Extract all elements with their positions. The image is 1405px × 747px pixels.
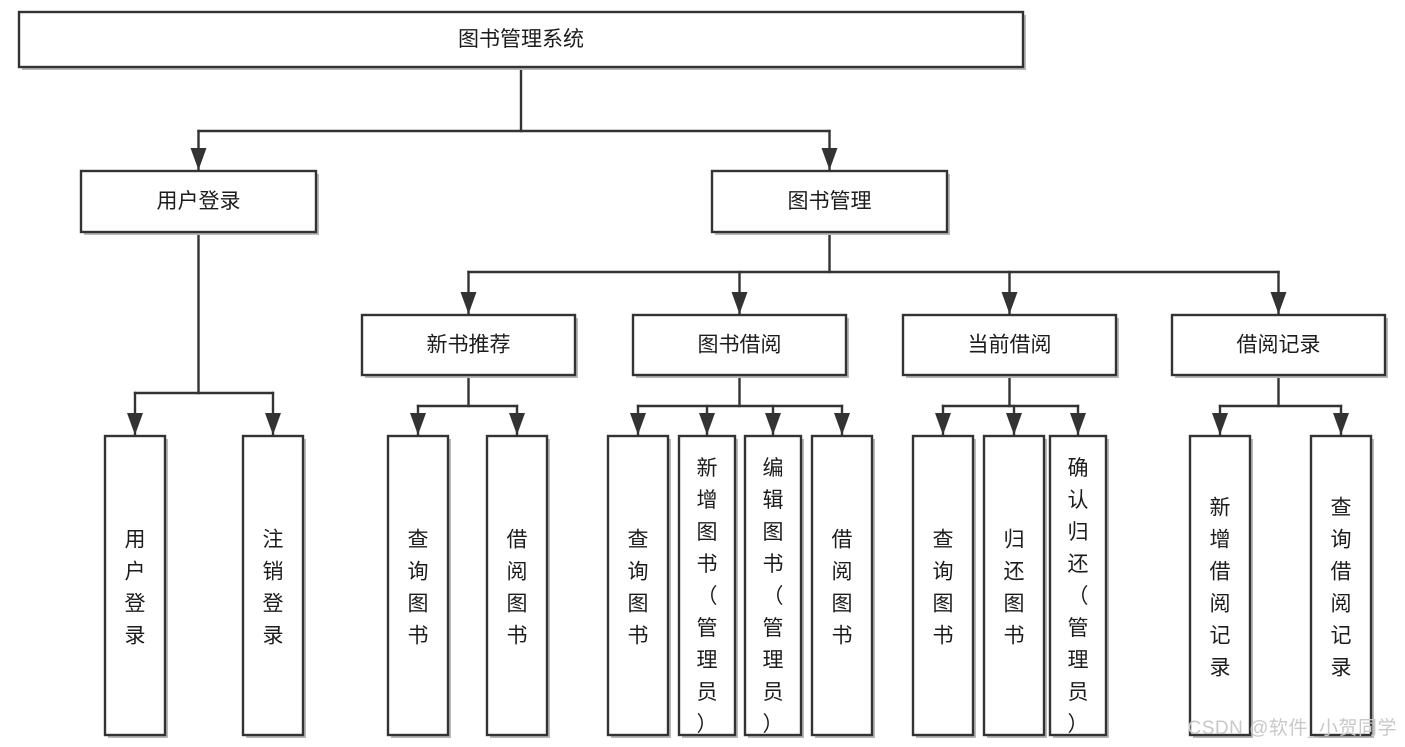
node-label: 新增图书（管理员） xyxy=(697,457,718,736)
node-leaf-4[interactable]: 查询图书 xyxy=(606,434,671,738)
node-root-book-management-system[interactable]: 图书管理系统 xyxy=(17,10,1026,70)
arrow-head xyxy=(1212,413,1228,435)
node-label: 查询借阅记录 xyxy=(1331,496,1352,679)
arrow-head xyxy=(127,413,143,435)
arrow-head xyxy=(935,413,951,435)
node-level3-1[interactable]: 图书借阅 xyxy=(631,313,849,378)
node-label: 用户登录 xyxy=(125,528,146,647)
node-label: 图书管理系统 xyxy=(458,28,584,51)
node-label: 注销登录 xyxy=(263,528,284,647)
arrow-head xyxy=(1001,292,1018,314)
node-leaf-9[interactable]: 归还图书 xyxy=(982,434,1047,738)
node-level3-2[interactable]: 当前借阅 xyxy=(901,313,1119,378)
arrow-head xyxy=(190,148,207,170)
node-label: 借阅图书 xyxy=(832,528,853,647)
arrow-head xyxy=(765,413,781,435)
node-leaf-12[interactable]: 查询借阅记录 xyxy=(1309,434,1374,738)
node-label: 查询图书 xyxy=(408,528,429,647)
node-leaf-3[interactable]: 借阅图书 xyxy=(485,434,550,738)
node-label: 用户登录 xyxy=(157,190,241,213)
node-leaf-11[interactable]: 新增借阅记录 xyxy=(1188,434,1253,738)
node-label: 新书推荐 xyxy=(427,334,511,357)
node-label: 图书管理 xyxy=(788,190,872,213)
arrow-head xyxy=(509,413,525,435)
arrow-head xyxy=(1006,413,1022,435)
node-leaf-0[interactable]: 用户登录 xyxy=(103,434,168,738)
arrow-head xyxy=(1270,292,1287,314)
node-layer: 图书管理系统用户登录图书管理新书推荐图书借阅当前借阅借阅记录用户登录注销登录查询… xyxy=(17,10,1388,738)
node-level3-0[interactable]: 新书推荐 xyxy=(360,313,578,378)
node-label: 归还图书 xyxy=(1004,528,1025,647)
node-leaf-10[interactable]: 确认归还（管理员） xyxy=(1048,434,1109,738)
csdn-watermark: CSDN @软件_小贺同学 xyxy=(1187,718,1397,739)
node-label: 借阅记录 xyxy=(1237,334,1321,357)
node-label: 查询图书 xyxy=(933,528,954,647)
node-level2-0[interactable]: 用户登录 xyxy=(79,169,319,235)
node-leaf-1[interactable]: 注销登录 xyxy=(241,434,306,738)
arrow-head xyxy=(460,292,477,314)
arrow-head xyxy=(821,148,838,170)
node-label: 确认归还（管理员） xyxy=(1068,457,1089,736)
node-label: 借阅图书 xyxy=(507,528,528,647)
arrow-head xyxy=(1070,413,1086,435)
node-leaf-6[interactable]: 编辑图书（管理员） xyxy=(743,434,804,738)
node-label: 编辑图书（管理员） xyxy=(763,457,784,736)
arrow-head xyxy=(410,413,426,435)
node-label: 查询图书 xyxy=(628,528,649,647)
arrow-head xyxy=(1333,413,1349,435)
node-leaf-7[interactable]: 借阅图书 xyxy=(810,434,875,738)
arrow-head xyxy=(630,413,646,435)
arrow-head xyxy=(699,413,715,435)
node-level3-3[interactable]: 借阅记录 xyxy=(1170,313,1388,378)
node-label: 当前借阅 xyxy=(968,334,1052,357)
arrow-head xyxy=(731,292,748,314)
arrow-head xyxy=(265,413,281,435)
node-leaf-5[interactable]: 新增图书（管理员） xyxy=(677,434,738,738)
node-label: 图书借阅 xyxy=(698,334,782,357)
node-label: 新增借阅记录 xyxy=(1210,496,1231,679)
node-leaf-8[interactable]: 查询图书 xyxy=(911,434,976,738)
connector-layer xyxy=(127,65,1349,437)
node-level2-1[interactable]: 图书管理 xyxy=(710,169,950,235)
arrow-head xyxy=(834,413,850,435)
node-leaf-2[interactable]: 查询图书 xyxy=(386,434,451,738)
